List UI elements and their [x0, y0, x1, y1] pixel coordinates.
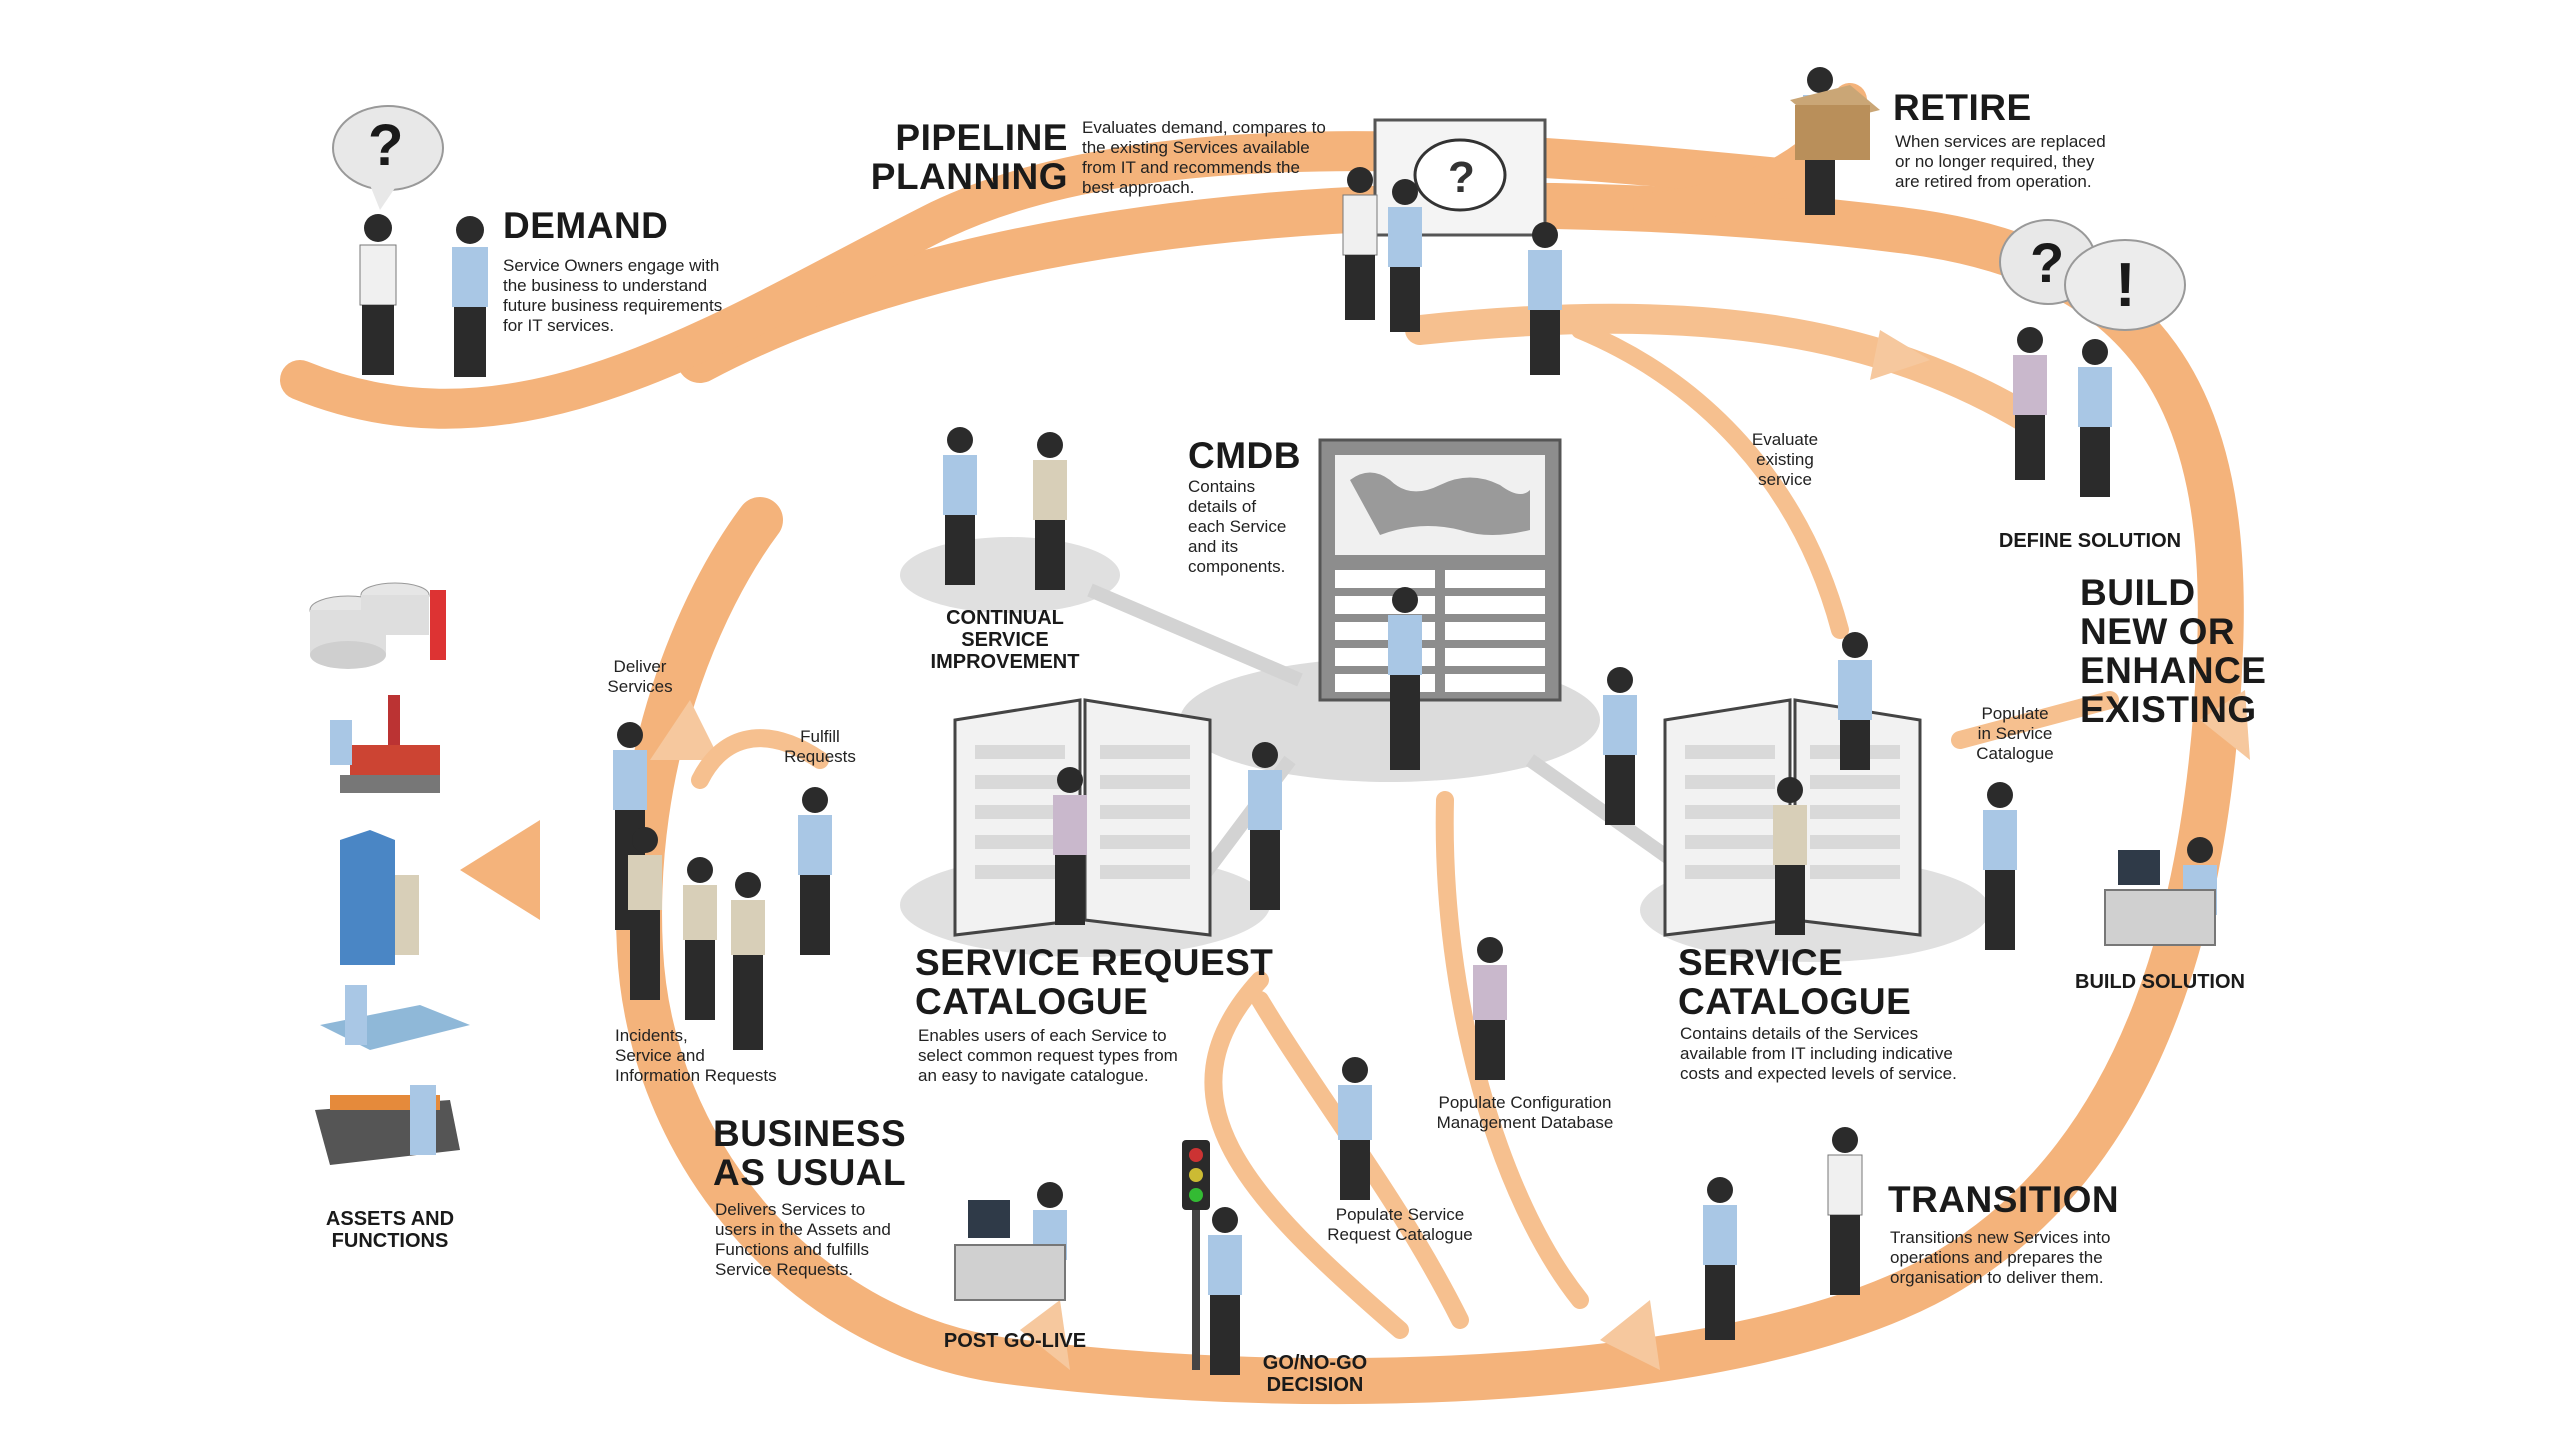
oil-rig-icon — [330, 695, 440, 793]
exclaim-bubble-icon — [2064, 239, 2186, 331]
svg-text:?: ? — [1448, 153, 1475, 202]
transition-description: Transitions new Services into operations… — [1890, 1228, 2111, 1287]
go-no-go-decision-label: GO/NO-GO DECISION — [1262, 1352, 1368, 1396]
retire-description: When services are replaced or no longer … — [1895, 132, 2106, 191]
evaluate-existing-service-label: Evaluate existing service — [1751, 430, 1819, 489]
incidents-and-requests-label: Incidents, Service and Information Reque… — [615, 1026, 777, 1085]
continual-service-improvement-label: CONTINUAL SERVICE IMPROVEMENT — [930, 607, 1080, 673]
person-figure — [1703, 1177, 1737, 1340]
person-figure — [1033, 432, 1067, 590]
person-figure — [683, 857, 717, 1020]
build-solution-label: BUILD SOLUTION — [2075, 971, 2245, 993]
build-new-or-enhance-title: BUILD NEW OR ENHANCE EXISTING — [2080, 572, 2267, 730]
fulfill-requests-label: Fulfill Requests — [784, 727, 856, 766]
person-figure — [1208, 1207, 1242, 1375]
demand-title: DEMAND — [503, 205, 669, 246]
person-figure — [943, 427, 977, 585]
person-figure — [359, 214, 397, 375]
person-figure — [1388, 587, 1422, 770]
question-mark-icon: ? — [2030, 231, 2065, 294]
person-figure — [452, 216, 488, 377]
person-figure — [798, 787, 832, 955]
pipeline-planning-title: PIPELINE PLANNING — [870, 117, 1068, 197]
pipeline-planning-description: Evaluates demand, compares to the existi… — [1082, 118, 1326, 197]
question-bubble-icon — [332, 105, 444, 210]
person-figure — [1983, 782, 2017, 950]
person-figure — [1342, 167, 1378, 320]
people-figures — [359, 67, 2217, 1375]
person-figure — [731, 872, 765, 1050]
retire-box-icon — [1790, 85, 1880, 160]
business-as-usual-description: Delivers Services to users in the Assets… — [715, 1200, 891, 1279]
service-catalogue-title: SERVICE CATALOGUE — [1678, 942, 1912, 1022]
cmdb-title: CMDB — [1188, 435, 1301, 476]
factory-icon — [320, 985, 470, 1050]
deliver-services-label: Deliver Services — [607, 657, 673, 696]
retire-title: RETIRE — [1893, 87, 2032, 128]
person-figure — [1248, 742, 1282, 910]
person-figure — [1827, 1127, 1863, 1295]
person-figure — [1603, 667, 1637, 825]
define-solution-label: DEFINE SOLUTION — [1998, 530, 2182, 552]
person-figure — [1388, 179, 1422, 332]
question-mark-icon: ? — [368, 113, 404, 178]
service-catalogue-description: Contains details of the Services availab… — [1680, 1024, 1957, 1083]
person-figure — [2078, 339, 2112, 497]
assets-icons — [309, 582, 470, 1165]
traffic-light-icon — [1182, 1140, 1210, 1370]
person-figure — [1838, 632, 1872, 770]
transition-title: TRANSITION — [1888, 1179, 2120, 1220]
desks — [954, 850, 2216, 1301]
person-figure — [1338, 1057, 1372, 1200]
populate-service-request-catalogue-label: Populate Service Request Catalogue — [1327, 1205, 1473, 1244]
person-figure — [1528, 222, 1562, 375]
populate-cmdb-label: Populate Configuration Management Databa… — [1436, 1093, 1614, 1132]
post-go-live-label: POST GO-LIVE — [943, 1330, 1087, 1352]
cmdb-description: Contains details of each Service and its… — [1188, 477, 1287, 576]
office-building-icon — [340, 830, 419, 965]
service-catalogue-book — [1663, 698, 1922, 937]
person-figure — [1473, 937, 1507, 1080]
ship-icon — [315, 1085, 460, 1165]
storage-tanks-icon — [309, 582, 446, 669]
loop-arrows — [460, 330, 2250, 1370]
person-figure — [628, 827, 662, 1000]
cmdb-screen — [1318, 438, 1562, 702]
populate-in-service-catalogue-label: Populate in Service Catalogue — [1976, 704, 2054, 763]
assets-and-functions-label: ASSETS AND FUNCTIONS — [325, 1208, 455, 1252]
service-request-catalogue-title: SERVICE REQUEST CATALOGUE — [915, 942, 1274, 1022]
service-request-catalogue-description: Enables users of each Service to select … — [918, 1026, 1178, 1085]
service-request-catalogue-book — [953, 698, 1212, 937]
exclamation-mark-icon: ! — [2115, 251, 2136, 320]
person-figure — [2013, 327, 2047, 480]
person-figure — [1773, 777, 1807, 935]
business-as-usual-title: BUSINESS AS USUAL — [713, 1113, 907, 1193]
demand-description: Service Owners engage with the business … — [503, 256, 723, 335]
person-figure — [1053, 767, 1087, 925]
